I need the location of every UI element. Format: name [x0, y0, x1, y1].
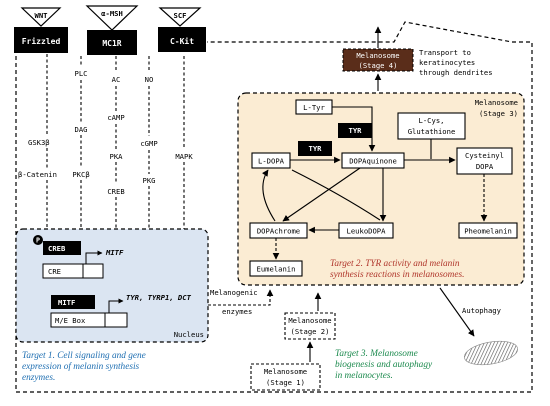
receptor-ckit: SCF C-Kit: [158, 7, 206, 52]
tyr-label-2: TYR: [309, 144, 323, 153]
receptor-ckit-label: C-Kit: [170, 36, 194, 46]
autophagosome-icon: [464, 340, 518, 366]
label-plc: PLC: [75, 69, 88, 78]
stage1-line2: (Stage 1): [266, 378, 305, 387]
eumelanin-box: [249, 260, 303, 277]
target-genes-label: TYR, TYRP1, DCT: [126, 293, 192, 302]
phospho-badge: [33, 235, 43, 245]
eumelanin-label: Eumelanin: [257, 265, 296, 274]
signaling-pathways: [43, 54, 188, 239]
lcys-box: [397, 112, 466, 140]
enzymes-line1: Melanogenic: [210, 288, 258, 297]
autophagy-arrow: [439, 287, 475, 337]
stage2-line2: (Stage 2): [291, 327, 330, 336]
receptor-frizzled: WNT Frizzled: [14, 7, 68, 53]
stage4-line1: Melanosome: [356, 51, 399, 60]
enzymes-line2: enzymes: [222, 307, 252, 316]
target3-line3: in melanocytes.: [335, 371, 393, 381]
tyr-label-1: TYR: [349, 126, 363, 135]
label-ac: AC: [112, 75, 121, 84]
stage2-line1: Melanosome: [288, 316, 331, 325]
enzyme-transport-arrow: [208, 289, 274, 306]
melanosome-stage2: Melanosome (Stage 2): [284, 312, 336, 340]
phospho-badge-label: P: [36, 237, 40, 245]
lcys-line1: L-Cys,: [419, 116, 445, 125]
dopaquinone-label: DOPAquinone: [349, 157, 397, 166]
nucleus-label: Nucleus: [174, 330, 204, 339]
label-pkg: PKG: [143, 176, 156, 185]
label-creb: CREB: [107, 187, 124, 196]
me-box-label: M/E Box: [55, 316, 86, 325]
lcys-line2: Glutathione: [408, 127, 456, 136]
ligand-scf: SCF: [174, 11, 187, 20]
label-camp: cAMP: [107, 113, 124, 122]
label-beta-catenin: β-Catenin: [18, 170, 57, 179]
autophagy-label: Autophagy: [462, 306, 502, 315]
ligand-wnt: WNT: [35, 11, 49, 20]
ligand-alpha-msh: α-MSH: [101, 9, 123, 18]
pheomelanin-box: [458, 222, 518, 239]
target3-line2: biogenesis and autophagy: [335, 360, 433, 370]
label-gsk3b: GSK3β: [28, 138, 50, 147]
cell-membrane: [15, 21, 533, 393]
tyr-box-2: [298, 141, 332, 156]
ltyr-label: L-Tyr: [303, 103, 325, 112]
cysteinyl-line2: DOPA: [476, 162, 494, 171]
tyr-box-1: [338, 123, 372, 138]
cre-label: CRE: [48, 267, 61, 276]
receptor-frizzled-label: Frizzled: [22, 36, 61, 46]
stage1-line1: Melanosome: [264, 367, 307, 376]
label-cgmp: cGMP: [140, 139, 157, 148]
stage3-line1: Melanosome: [475, 98, 518, 107]
transport-line3: through dendrites: [419, 68, 493, 77]
transport-line1: Transport to: [419, 48, 471, 57]
creb-label: CREB: [48, 244, 66, 253]
target1-line1: Target 1. Cell signaling and gene: [22, 351, 146, 361]
melanosome-stage4: Melanosome (Stage 4): [342, 48, 414, 72]
target2-line1: Target 2. TYR activity and melanin: [330, 259, 460, 269]
label-no: NO: [145, 75, 154, 84]
melanosome-stage1: Melanosome (Stage 1): [250, 363, 321, 391]
ldopa-label: L-DOPA: [258, 157, 285, 166]
nucleus: Nucleus P CREB CRE MITF MITF M/E Box TYR…: [15, 228, 209, 343]
target1-line3: enzymes.: [22, 373, 55, 383]
mitf-target-label: MITF: [105, 248, 124, 257]
mitf-label: MITF: [58, 298, 75, 307]
stage3-line2: (Stage 3): [479, 109, 518, 118]
melanosome-stage3: Melanosome (Stage 3): [237, 92, 525, 286]
receptor-mc1r-label: MC1R: [102, 39, 121, 48]
cysteinyl-line1: Cysteinyl: [465, 151, 504, 160]
pheomelanin-label: Pheomelanin: [464, 227, 512, 236]
label-pkcb: PKCβ: [72, 170, 89, 179]
dopachrome-box: [249, 222, 308, 239]
label-mapk: MAPK: [175, 152, 193, 161]
label-pka: PKA: [110, 152, 124, 161]
cysteinyl-dopa-box: [456, 147, 513, 175]
receptor-mc1r: α-MSH MC1R: [85, 5, 139, 55]
dopachrome-label: DOPAchrome: [257, 227, 300, 236]
leukodopa-label: LeukoDOPA: [347, 227, 387, 236]
stage4-line2: (Stage 4): [359, 61, 398, 70]
target2-line2: synthesis reactions in melanosomes.: [330, 270, 464, 280]
label-dag: DAG: [75, 125, 88, 134]
target3-line1: Target 3. Melanosome: [335, 349, 418, 359]
transport-line2: keratinocytes: [419, 58, 475, 67]
target1-line2: expression of melanin synthesis: [22, 361, 140, 372]
synthesis-arrows: [261, 106, 488, 260]
